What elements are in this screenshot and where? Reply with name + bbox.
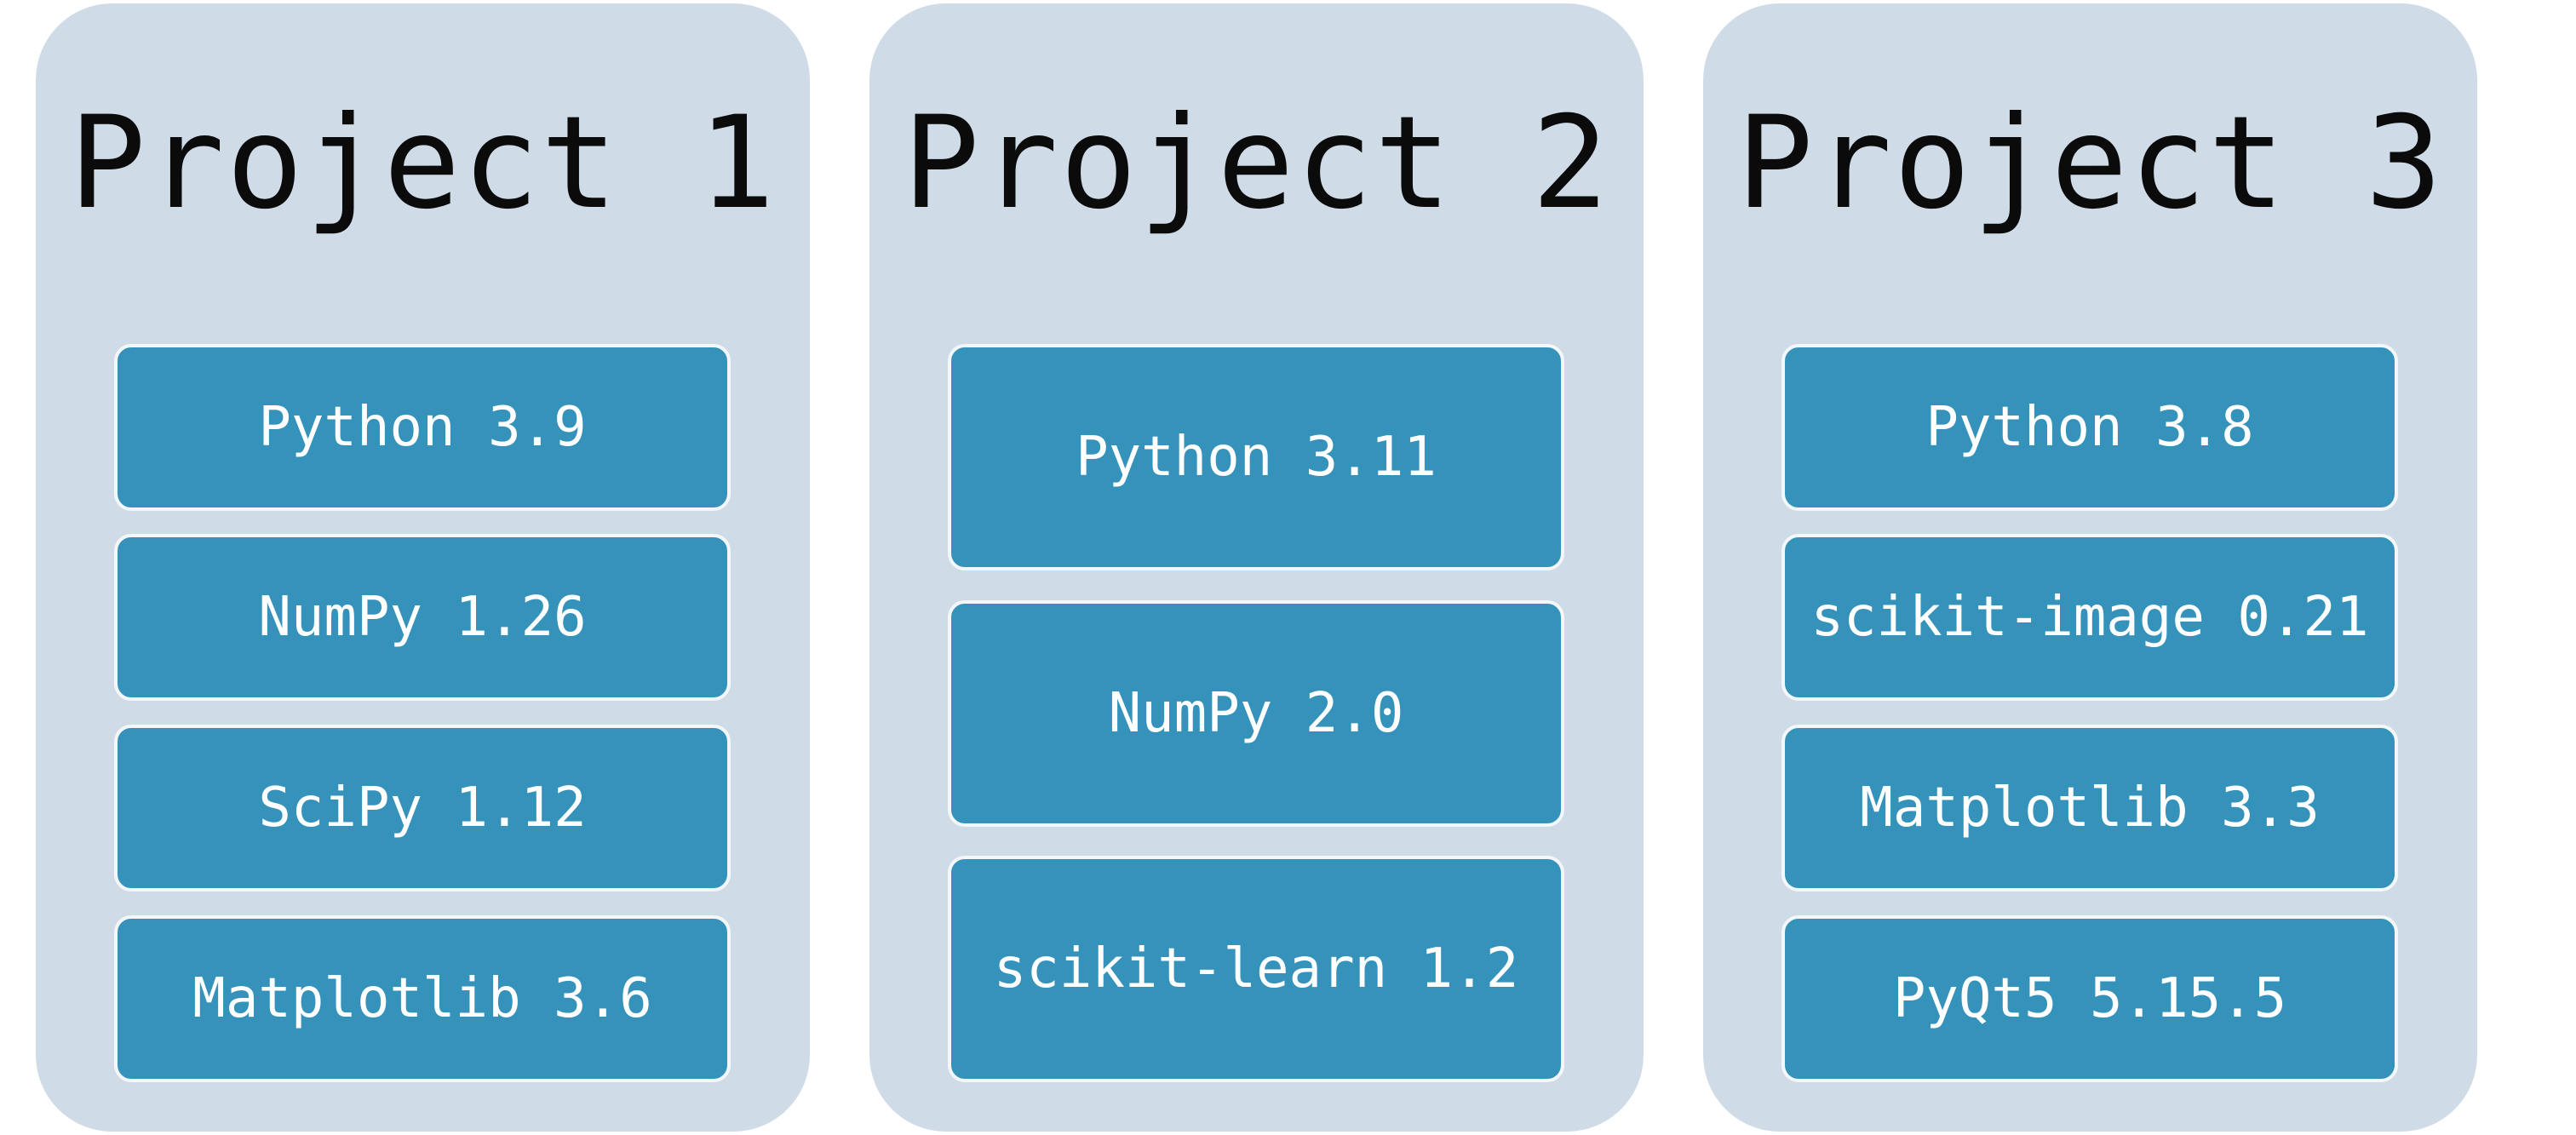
project-1-title: Project 1 — [69, 89, 777, 238]
project-1-package-numpy: NumPy 1.26 — [114, 534, 731, 701]
project-3-panel: Project 3 Python 3.8 scikit-image 0.21 M… — [1703, 3, 2477, 1132]
project-1-panel: Project 1 Python 3.9 NumPy 1.26 SciPy 1.… — [36, 3, 810, 1132]
project-2-panel: Project 2 Python 3.11 NumPy 2.0 scikit-l… — [869, 3, 1644, 1132]
project-3-title: Project 3 — [1736, 89, 2444, 238]
project-1-package-python: Python 3.9 — [114, 344, 731, 511]
project-3-package-scikit-image: scikit-image 0.21 — [1781, 534, 2398, 701]
project-3-package-pyqt5: PyQt5 5.15.5 — [1781, 915, 2398, 1082]
project-1-package-matplotlib: Matplotlib 3.6 — [114, 915, 731, 1082]
project-2-package-python: Python 3.11 — [948, 344, 1564, 570]
project-1-package-scipy: SciPy 1.12 — [114, 725, 731, 891]
project-2-package-scikit-learn: scikit-learn 1.2 — [948, 856, 1564, 1082]
project-2-title: Project 2 — [903, 89, 1610, 238]
project-3-package-python: Python 3.8 — [1781, 344, 2398, 511]
project-3-package-matplotlib: Matplotlib 3.3 — [1781, 725, 2398, 891]
project-2-package-numpy: NumPy 2.0 — [948, 600, 1564, 827]
